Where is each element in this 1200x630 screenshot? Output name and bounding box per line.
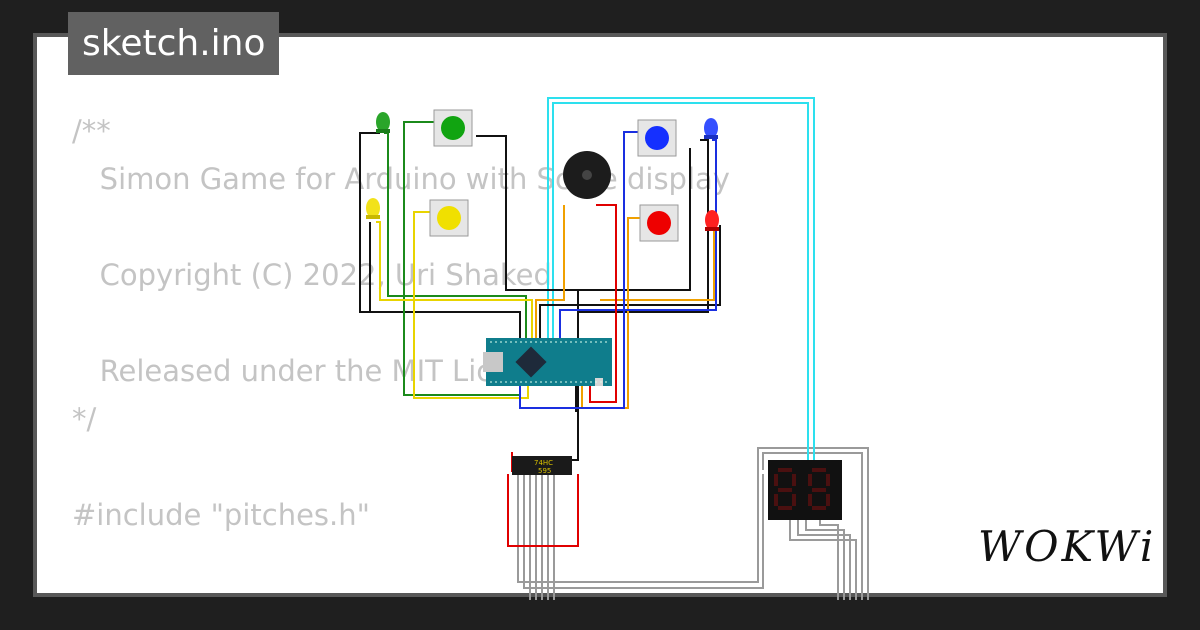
gray-wires xyxy=(517,447,869,600)
green-button xyxy=(433,109,473,147)
green-led xyxy=(376,112,390,133)
blue-button xyxy=(637,119,677,157)
code-line: Copyright (C) 2022, Uri Shaked xyxy=(72,258,552,292)
red-button xyxy=(639,204,679,242)
code-line: #include "pitches.h" xyxy=(72,498,370,532)
code-line: /** xyxy=(72,114,111,148)
chip-label-line2: 595 xyxy=(538,467,551,475)
blue-led xyxy=(704,118,718,139)
cyan-wires xyxy=(547,97,815,462)
orange-wires xyxy=(535,205,715,409)
shift-register-74hc595: 74HC 595 xyxy=(512,456,572,475)
preview-card: /** Simon Game for Arduino with Score di… xyxy=(33,33,1167,597)
yellow-button xyxy=(429,199,469,237)
chip-label-line1: 74HC xyxy=(534,459,553,467)
code-preview: /** Simon Game for Arduino with Score di… xyxy=(72,107,730,593)
red-led xyxy=(705,210,719,231)
code-line: */ xyxy=(72,402,97,436)
seven-segment-display xyxy=(768,460,842,520)
blue-wires xyxy=(519,131,717,409)
file-tab[interactable]: sketch.ino xyxy=(68,12,280,75)
yellow-wires xyxy=(376,211,533,399)
arduino-nano xyxy=(483,338,612,386)
wokwi-logo: WOKWi xyxy=(978,522,1157,571)
yellow-led xyxy=(366,198,380,219)
buzzer xyxy=(563,151,611,199)
